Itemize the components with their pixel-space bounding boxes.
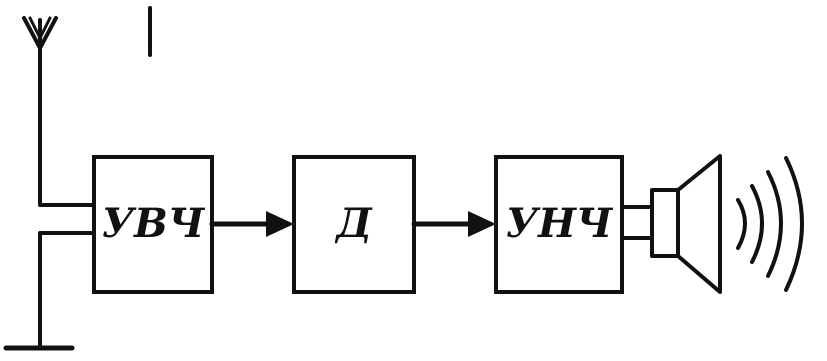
arrow-d-to-unch [411,211,496,237]
block-d-label: Д [334,200,373,247]
block-unch-box [494,155,624,294]
arrow-uvch-to-d [209,211,294,237]
block-uvch: УВЧ [92,155,214,294]
speaker-link [620,205,654,240]
loudspeaker-icon [650,154,722,294]
block-unch: УНЧ [494,155,624,294]
antenna-icon [22,16,98,207]
block-unch-label: УНЧ [506,200,614,247]
ground-icon [3,231,98,351]
sound-waves-icon [736,156,804,292]
block-uvch-label: УВЧ [102,200,206,247]
block-d: Д [292,155,416,294]
